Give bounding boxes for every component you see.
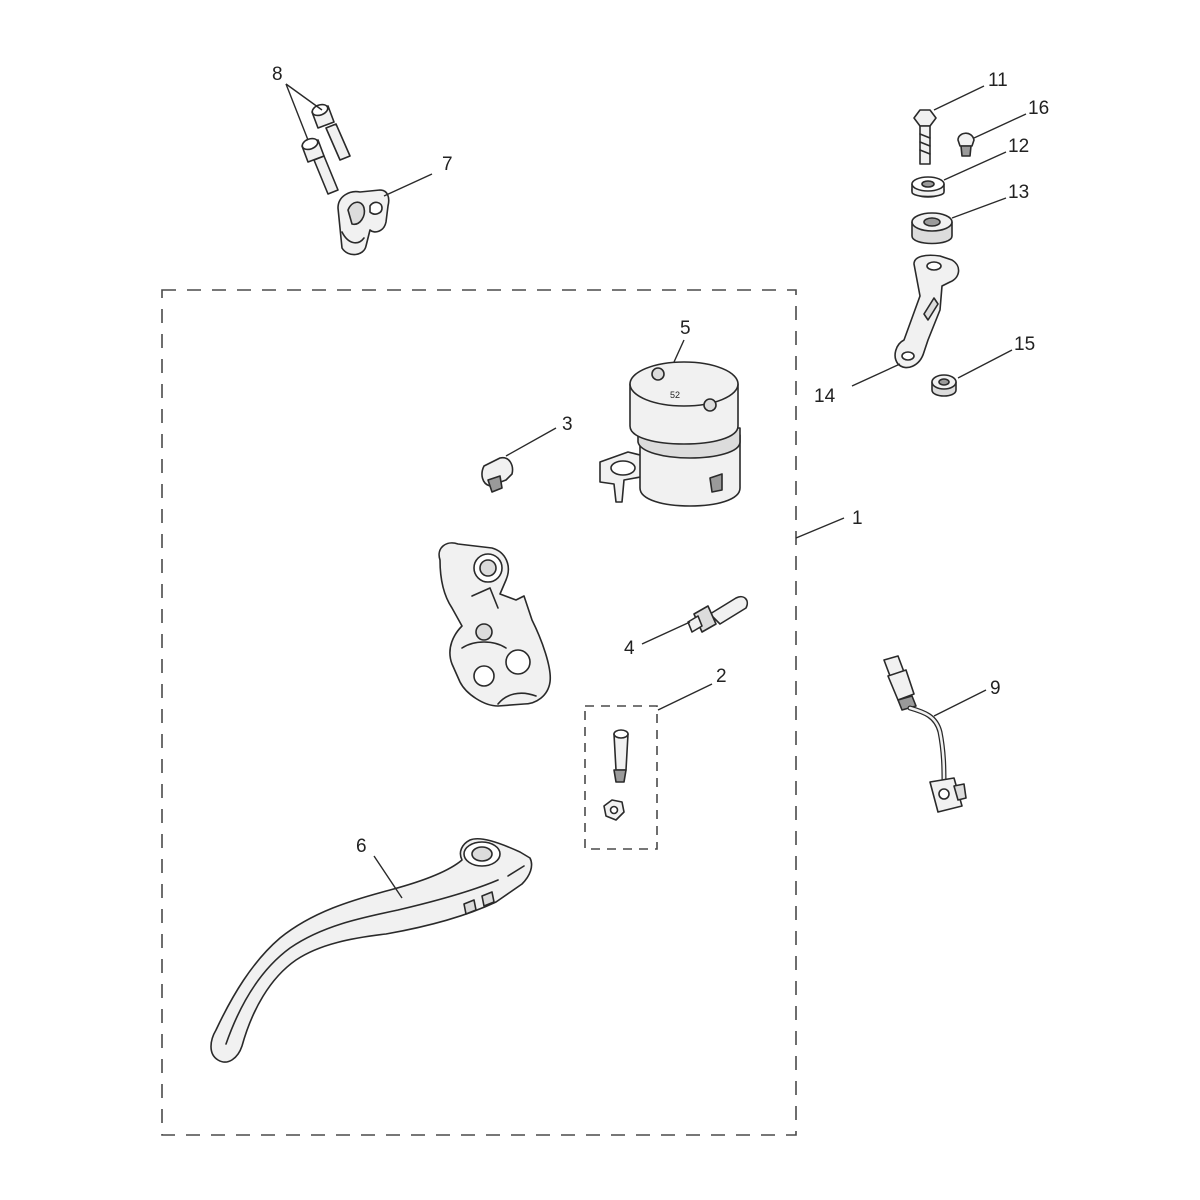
leader-14 [851, 363, 901, 387]
leader-2 [657, 683, 713, 711]
leader-lines [285, 83, 1027, 899]
small-screw [957, 132, 975, 157]
callout-16: 16 [1028, 98, 1049, 119]
bracket-nut [931, 374, 957, 397]
handlebar-clamp [337, 189, 390, 256]
callout-1: 1 [852, 508, 863, 529]
leader-4 [641, 621, 691, 645]
leader-5 [673, 339, 685, 363]
leader-8b [285, 83, 323, 111]
leader-16 [973, 113, 1027, 139]
callout-13: 13 [1008, 182, 1029, 203]
reservoir-cap-marking: 52 [670, 390, 680, 400]
clamp-bolt-lower [301, 137, 339, 195]
brake-lever [210, 837, 533, 1063]
callout-4: 4 [624, 638, 635, 659]
spacer [911, 176, 945, 198]
reservoir-bracket [894, 254, 960, 369]
callout-12: 12 [1008, 136, 1029, 157]
callout-3: 3 [562, 414, 573, 435]
bracket-bolt [913, 109, 937, 165]
callout-9: 9 [990, 678, 1001, 699]
leader-7 [383, 173, 433, 197]
leader-1 [795, 517, 845, 539]
clamp-bolt-upper [311, 103, 351, 161]
callout-15: 15 [1014, 334, 1035, 355]
callout-8: 8 [272, 64, 283, 85]
grommet [911, 212, 953, 245]
leader-9 [933, 689, 987, 717]
callout-6: 6 [356, 836, 367, 857]
master-cylinder-kit-boundary [161, 289, 797, 1136]
master-cylinder-body [438, 542, 552, 707]
leader-15 [957, 349, 1013, 379]
fluid-reservoir [599, 361, 741, 507]
callout-2: 2 [716, 666, 727, 687]
pivot-pin [613, 729, 629, 783]
bleed-screw [481, 456, 514, 493]
pivot-nut [603, 799, 625, 821]
callouts: 8 7 5 3 1 4 2 6 9 11 16 12 13 14 15 [272, 64, 1049, 857]
callout-5: 5 [680, 318, 691, 339]
callout-7: 7 [442, 154, 453, 175]
leader-6 [373, 855, 403, 899]
leader-13 [951, 197, 1007, 219]
leader-12 [943, 151, 1007, 181]
push-rod [687, 595, 749, 633]
brake-light-switch [883, 655, 967, 813]
callout-14: 14 [814, 386, 836, 407]
pivot-kit-boundary [584, 705, 658, 850]
callout-11: 11 [988, 70, 1008, 91]
leader-8a [285, 83, 309, 141]
leader-11 [933, 85, 985, 111]
leader-3 [505, 427, 557, 457]
